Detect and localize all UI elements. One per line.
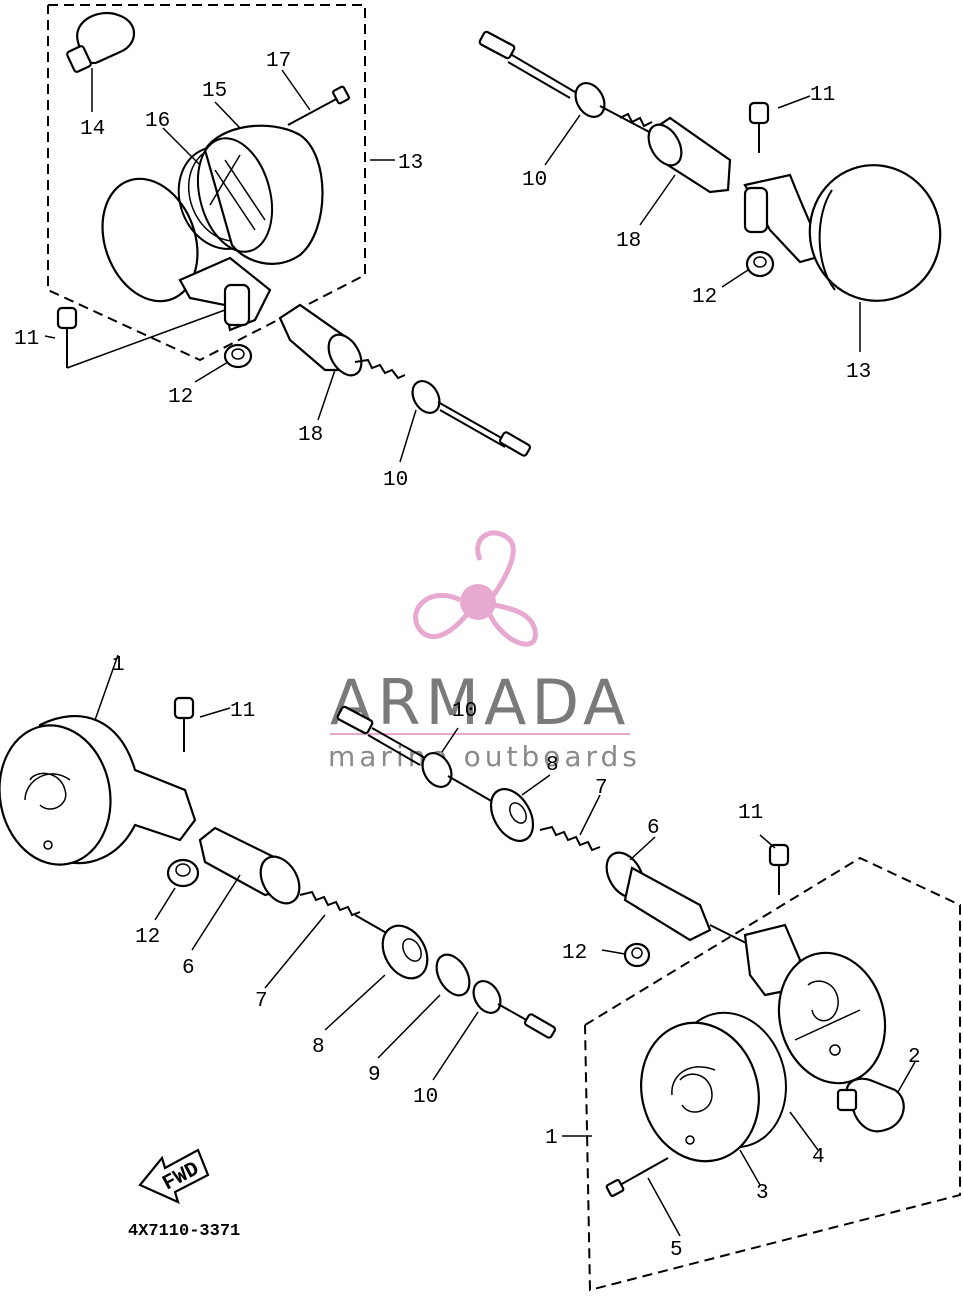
armada-watermark: ARMADA marine outboards <box>328 530 641 773</box>
nut-12-bl <box>166 858 200 888</box>
callout-15: 15 <box>202 80 227 103</box>
nut-10-bc <box>421 752 453 788</box>
callout-2-br: 2 <box>908 1046 921 1069</box>
callout-13-tr: 13 <box>846 361 871 384</box>
nut-12 <box>223 343 253 369</box>
callout-12: 12 <box>168 386 193 409</box>
diagram-code: 4X7110-3371 <box>128 1222 240 1241</box>
callout-18: 18 <box>298 424 323 447</box>
bolt-11-br <box>768 843 790 895</box>
callout-8-bc: 8 <box>546 754 559 777</box>
callout-6-bl: 6 <box>182 957 195 980</box>
callout-6-bc: 6 <box>647 817 660 840</box>
callout-18-tr: 18 <box>616 230 641 253</box>
callout-10: 10 <box>383 469 408 492</box>
bottom-center-stem-chain: 10 8 7 6 <box>336 700 761 951</box>
callout-13: 13 <box>398 152 423 175</box>
nut-12-br <box>623 942 651 968</box>
screw-5 <box>605 1157 669 1197</box>
callout-11-bl: 11 <box>230 700 255 723</box>
bulb-14 <box>66 11 135 73</box>
bottom-left-turn-signal-assembly: 1 11 12 6 7 8 9 10 <box>0 654 556 1109</box>
nut-10-tr <box>574 82 606 118</box>
callout-7-bc: 7 <box>595 777 608 800</box>
bottom-right-turn-signal-assembly: 11 12 2 1 4 3 5 <box>545 802 961 1292</box>
watermark-tagline: marine outboards <box>328 740 641 773</box>
callout-5-br: 5 <box>670 1239 683 1262</box>
callout-1-bl: 1 <box>112 654 125 677</box>
grommet-8-bc <box>489 788 535 842</box>
lamp-1 <box>0 715 197 866</box>
reflector-housing <box>777 951 887 1085</box>
washer-9 <box>435 953 471 997</box>
callout-11-tr: 11 <box>810 84 835 107</box>
callout-11: 11 <box>14 328 39 351</box>
fwd-arrow-icon: FWD <box>138 1148 210 1204</box>
callout-7-bl: 7 <box>255 990 268 1013</box>
callout-10-tr: 10 <box>522 169 547 192</box>
callout-10-bc: 10 <box>452 700 477 723</box>
callout-12-bl: 12 <box>135 926 160 949</box>
housing-13 <box>743 164 942 302</box>
bolt-11-bl <box>173 696 195 752</box>
nut-10 <box>411 380 441 414</box>
callout-4-br: 4 <box>812 1146 825 1169</box>
callout-3-br: 3 <box>756 1182 769 1205</box>
bolt-11-tr <box>748 101 770 153</box>
top-right-turn-signal-assembly: 11 10 18 12 13 <box>478 30 942 384</box>
bulb-2 <box>836 1077 905 1133</box>
top-left-turn-signal-assembly: 14 15 16 17 13 11 12 18 10 <box>14 4 531 492</box>
bolt-11 <box>56 306 78 368</box>
callout-12-br: 12 <box>562 942 587 965</box>
callout-10-bl: 10 <box>413 1086 438 1109</box>
callout-14: 14 <box>80 118 105 141</box>
callout-8-bl: 8 <box>312 1036 325 1059</box>
lens-3 <box>640 1021 760 1163</box>
callout-1-br: 1 <box>545 1127 558 1150</box>
watermark-brand: ARMADA <box>330 666 630 739</box>
screw-17 <box>287 85 350 126</box>
nut-10-bl <box>472 980 502 1014</box>
lens-16 <box>101 177 199 303</box>
callout-16: 16 <box>145 110 170 133</box>
callout-9-bl: 9 <box>368 1064 381 1087</box>
propeller-logo-icon <box>413 530 538 647</box>
grommet-8 <box>381 924 429 980</box>
callout-17: 17 <box>266 50 291 73</box>
housing-15 <box>197 124 324 265</box>
nut-12-tr <box>745 250 775 278</box>
callout-11-br: 11 <box>738 802 763 825</box>
callout-12-tr: 12 <box>692 286 717 309</box>
